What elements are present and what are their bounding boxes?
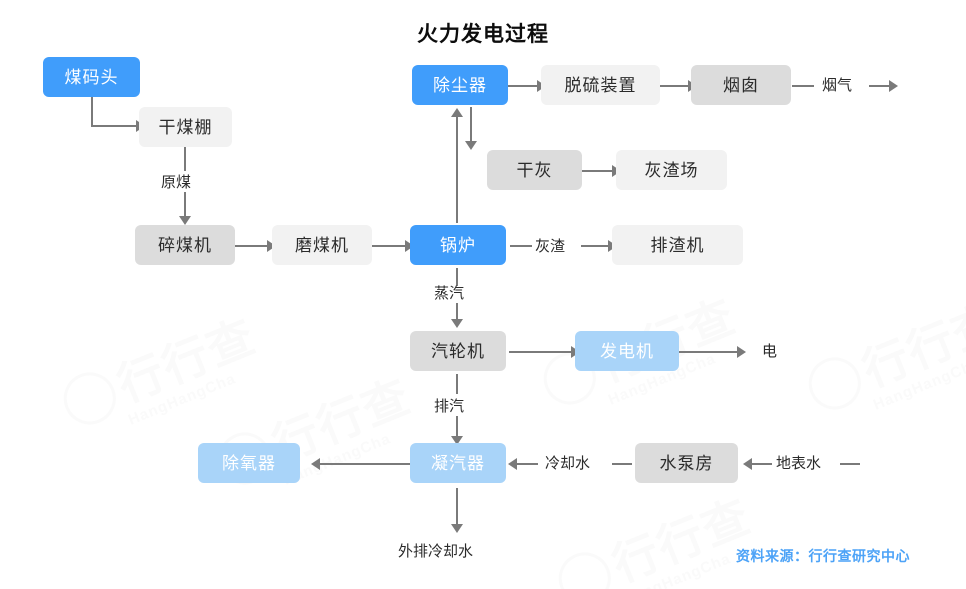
connector-mill-boiler: [372, 245, 405, 247]
label-steam: 蒸汽: [434, 285, 465, 302]
node-pump-house[interactable]: 水泵房: [635, 443, 738, 483]
connector-dry-shed-crusher: [184, 147, 186, 171]
label-flue-gas: 烟气: [822, 77, 853, 94]
watermark: 行行查 HangHangCha: [53, 300, 270, 449]
connector-chimney-flue-gas: [792, 85, 814, 87]
connector-coal-wharf-dry-shed: [91, 125, 136, 127]
connector-crusher-mill: [235, 245, 267, 247]
connector-generator-electricity: [679, 351, 737, 353]
arrow-down-icon: [465, 141, 477, 150]
node-coal-crusher[interactable]: 碎煤机: [135, 225, 235, 265]
node-boiler[interactable]: 锅炉: [410, 225, 506, 265]
connector-surface-water-pump: [752, 463, 772, 465]
connector-flue-gas-out: [869, 85, 889, 87]
arrow-left-icon: [743, 458, 752, 470]
label-slag: 灰渣: [535, 238, 566, 255]
watermark: 行行查 HangHangCha: [798, 285, 966, 434]
node-slag-machine[interactable]: 排渣机: [612, 225, 743, 265]
connector-boiler-turbine: [456, 268, 458, 286]
node-ash-yard[interactable]: 灰渣场: [616, 150, 727, 190]
label-surface-water: 地表水: [776, 455, 822, 472]
arrow-down-icon: [451, 524, 463, 533]
arrow-right-icon: [405, 240, 414, 252]
node-condenser[interactable]: 凝汽器: [410, 443, 506, 483]
connector-turbine-condenser: [456, 416, 458, 438]
arrow-right-icon: [889, 80, 898, 92]
connector-boiler-turbine: [456, 303, 458, 321]
connector-turbine-condenser: [456, 374, 458, 394]
arrow-right-icon: [737, 346, 746, 358]
watermark-ring-icon: [550, 544, 619, 589]
node-dust-collector[interactable]: 除尘器: [412, 65, 508, 105]
connector-dust-collector-desulfurization: [508, 85, 537, 87]
page-title: 火力发电过程: [417, 23, 549, 46]
connector-slag-slag-machine: [581, 245, 608, 247]
connector-condenser-deaerator: [320, 463, 412, 465]
connector-boiler-slag: [510, 245, 532, 247]
arrow-left-icon: [508, 458, 517, 470]
watermark-text: 行行查: [605, 489, 759, 589]
node-coal-mill[interactable]: 磨煤机: [272, 225, 372, 265]
connector-cooling-water-condenser: [517, 463, 538, 465]
connector-coal-wharf-dry-shed: [91, 95, 93, 127]
node-deaerator[interactable]: 除氧器: [198, 443, 300, 483]
label-cooling-water: 冷却水: [545, 455, 591, 472]
label-raw-coal: 原煤: [161, 174, 192, 191]
watermark-ring-icon: [55, 364, 124, 433]
node-chimney[interactable]: 烟囱: [691, 65, 791, 105]
connector-condenser-discharge: [456, 488, 458, 526]
label-discharged-cooling-water: 外排冷却水: [398, 543, 474, 560]
watermark: 行行查 HangHangCha: [208, 360, 425, 509]
arrow-left-icon: [311, 458, 320, 470]
label-electricity: 电: [762, 343, 778, 360]
arrow-right-icon: [267, 240, 276, 252]
connector-dry-shed-crusher: [184, 192, 186, 218]
arrow-down-icon: [451, 436, 463, 445]
connector-pump-cooling-water: [612, 463, 632, 465]
arrow-up-icon: [451, 108, 463, 117]
watermark-text: 行行查: [110, 309, 264, 412]
node-dry-coal-shed[interactable]: 干煤棚: [139, 107, 232, 147]
arrow-down-icon: [179, 216, 191, 225]
node-generator[interactable]: 发电机: [575, 331, 679, 371]
node-dry-ash[interactable]: 干灰: [487, 150, 582, 190]
watermark-ring-icon: [800, 349, 869, 418]
source-note: 资料来源：行行查研究中心: [736, 548, 910, 564]
connector-boiler-dust-collector: [456, 117, 458, 223]
label-exhaust-steam: 排汽: [434, 398, 465, 415]
watermark: 行行查 HangHangCha: [548, 480, 765, 589]
connector-dust-collector-dry-ash: [470, 107, 472, 143]
watermark-subtext: HangHangCha: [870, 355, 966, 414]
connector-turbine-generator: [509, 351, 571, 353]
node-coal-wharf[interactable]: 煤码头: [43, 57, 140, 97]
watermark-text: 行行查: [855, 294, 966, 397]
arrow-down-icon: [451, 319, 463, 328]
connector-desulfurization-chimney: [660, 85, 688, 87]
connector-surface-water-in: [840, 463, 860, 465]
watermark-subtext: HangHangCha: [125, 370, 239, 429]
connector-dry-ash-ash-yard: [582, 170, 612, 172]
node-steam-turbine[interactable]: 汽轮机: [410, 331, 506, 371]
node-desulfurization[interactable]: 脱硫装置: [541, 65, 660, 105]
watermark-subtext: HangHangCha: [280, 430, 394, 489]
